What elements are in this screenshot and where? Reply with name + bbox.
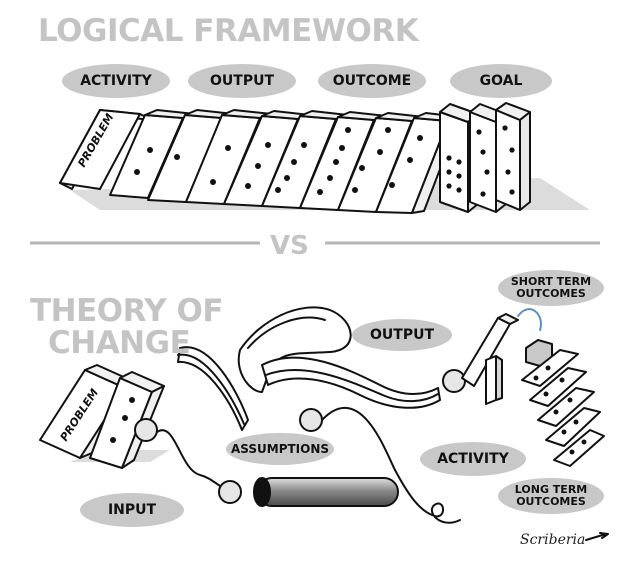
- label-assumptions: ASSUMPTIONS: [226, 433, 334, 465]
- label-outcome-top: OUTCOME: [318, 64, 426, 98]
- logframe-title: LOGICAL FRAMEWORK: [38, 13, 419, 49]
- ramp-1-edge: [177, 353, 245, 425]
- short-term-line1: SHORT TERM: [510, 275, 592, 289]
- toc-title-line2: CHANGE: [48, 325, 191, 361]
- domino-12: [495, 102, 531, 211]
- label-output-bottom: OUTPUT: [352, 319, 452, 351]
- label-input: INPUT: [80, 493, 184, 527]
- long-term-line1: LONG TERM: [514, 483, 588, 497]
- signature-pen: [585, 532, 609, 541]
- ramp-2-edge: [247, 316, 326, 349]
- toc-title-line1: THEORY OF: [30, 293, 224, 329]
- string-2: [321, 406, 461, 524]
- label-short-term-outcomes: SHORT TERM OUTCOMES: [498, 270, 604, 306]
- ball-1: [134, 418, 158, 442]
- tube: [253, 477, 399, 507]
- connector-arc: [517, 308, 542, 331]
- toc-contraption: PROBLEM: [39, 306, 609, 541]
- vs-label: VS: [270, 231, 309, 261]
- label-goal-top: GOAL: [450, 64, 552, 98]
- label-long-term-outcomes: LONG TERM OUTCOMES: [498, 478, 604, 514]
- string-1: [156, 429, 229, 491]
- label-output-top: OUTPUT: [188, 64, 296, 98]
- long-term-line2: OUTCOMES: [516, 495, 586, 508]
- logframe-domino-chain: PROBLEM: [59, 102, 590, 214]
- ball-4: [442, 369, 466, 393]
- ramp-3-edge: [265, 368, 439, 402]
- ball-3: [299, 408, 323, 432]
- lever: [461, 313, 519, 405]
- outcome-domino-cascade: [521, 349, 605, 467]
- short-term-line2: OUTCOMES: [516, 287, 586, 300]
- ball-2: [218, 480, 242, 504]
- signature: Scriberia: [520, 532, 586, 548]
- label-activity-top: ACTIVITY: [62, 64, 170, 98]
- label-activity-bottom: ACTIVITY: [420, 442, 526, 476]
- problem-domino: PROBLEM: [59, 109, 153, 190]
